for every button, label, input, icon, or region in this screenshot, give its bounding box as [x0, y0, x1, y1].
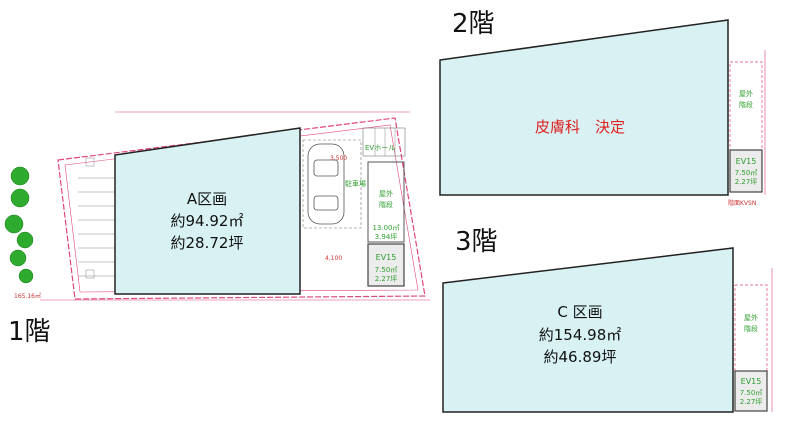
stairs-label-1f-b: 階段 — [379, 200, 393, 209]
parking-grid — [78, 157, 115, 279]
stairs-label-3f-a: 屋外 — [744, 313, 758, 322]
lobby-label: EVホール — [365, 144, 395, 152]
stairs-label-1f-a: 屋外 — [379, 189, 393, 198]
stairs-label-3f-b: 階段 — [744, 324, 758, 333]
stairs-label-2f-a: 屋外 — [739, 89, 753, 98]
ev-tsubo-3f: 2.27坪 — [740, 398, 763, 406]
ev-area-3f: 7.50㎡ — [740, 389, 763, 397]
tenant-label: 皮膚科 決定 — [535, 118, 625, 136]
room-c-name: C 区画 — [557, 303, 602, 321]
room-a-area-tsubo: 約28.72坪 — [171, 234, 244, 252]
ev-block-3f — [734, 370, 768, 412]
ev-label-2f: EV15 — [736, 157, 757, 166]
ev-block-2f — [729, 149, 763, 193]
ev-area-1f: 7.50㎡ — [375, 266, 398, 274]
room-c — [442, 247, 734, 413]
stairs-label-2f-b: 階段 — [739, 100, 753, 109]
ev-tsubo-2f: 2.27坪 — [735, 178, 758, 186]
stairs-block-1f — [367, 161, 405, 243]
dim-4100: 4,100 — [325, 255, 342, 262]
floor-1-plan: A区画 約94.92㎡ 約28.72坪 屋外 階段 13.00㎡ 3.94坪 E… — [4, 111, 430, 347]
ev-tsubo-1f: 2.27坪 — [375, 275, 398, 283]
room-2f — [439, 19, 729, 196]
stair-tsubo-1f: 3.94坪 — [375, 233, 398, 241]
ev-block-1f — [367, 243, 405, 287]
trees — [4, 166, 34, 284]
bottom-note-2f: 階面KVSN — [728, 199, 756, 207]
stairs-block-3f — [734, 284, 768, 372]
room-c-area-tsubo: 約46.89坪 — [544, 348, 617, 366]
room-a-area-m2: 約94.92㎡ — [171, 212, 244, 230]
ev-label-3f: EV15 — [741, 377, 762, 386]
dim-left-area: 165.16㎡ — [14, 292, 41, 300]
floor-3-plan: 3階 C 区画 約154.98㎡ 約46.89坪 屋外 階段 EV15 7.50… — [442, 227, 773, 413]
stair-area-1f: 13.00㎡ — [372, 224, 399, 232]
car-icon — [307, 143, 345, 225]
room-c-area-m2: 約154.98㎡ — [539, 326, 622, 344]
parking-space — [302, 139, 362, 229]
stair-upper-block — [362, 127, 406, 157]
floor-2-label: 2階 — [452, 9, 495, 39]
floor-3-label: 3階 — [455, 227, 498, 257]
parking-label: 駐車場 — [345, 179, 366, 188]
room-a — [114, 127, 301, 295]
room-a-name: A区画 — [187, 190, 227, 208]
ev-label-1f: EV15 — [376, 253, 397, 262]
floor-1-label: 1階 — [8, 317, 51, 347]
ev-area-2f: 7.50㎡ — [735, 169, 758, 177]
dim-3500: 3,500 — [330, 155, 347, 162]
floor-2-plan: 2階 皮膚科 決定 屋外 階段 EV15 7.50㎡ 2.27坪 階面KVSN — [439, 9, 766, 207]
